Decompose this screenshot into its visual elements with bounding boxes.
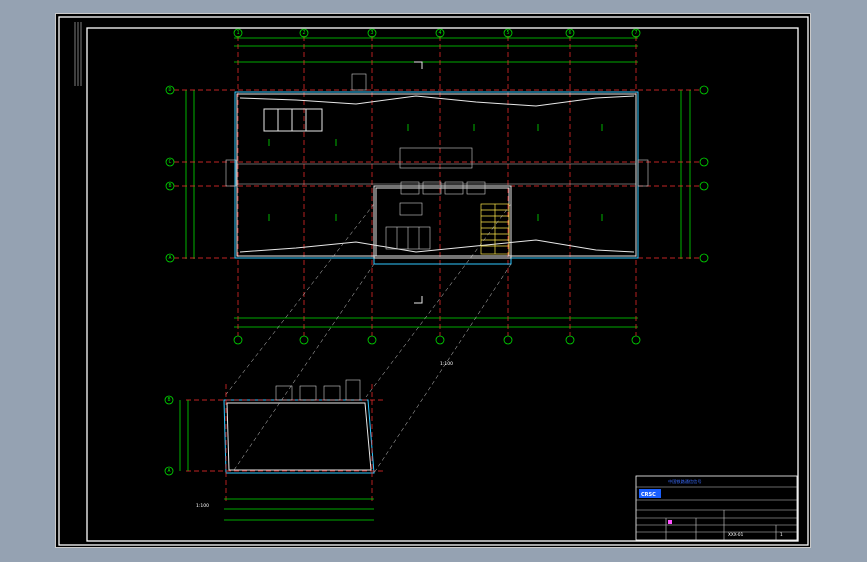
title-block: CRSC 中国铁路通信信号 1 XXX-01	[635, 475, 798, 541]
detail-axis-b: B	[167, 397, 170, 403]
axis-label-5: 5	[506, 30, 509, 36]
outer-border	[58, 16, 809, 546]
axis-label-2: 2	[302, 30, 305, 36]
axis-bubbles-bottom	[233, 335, 641, 345]
detail-axis-a: A	[167, 468, 170, 474]
axis-label-c: C	[168, 159, 171, 165]
axis-label-7: 7	[634, 30, 637, 36]
cad-drawing: 1 2 3 4 5 6 7	[58, 16, 809, 546]
main-scale-label: 1:100	[440, 361, 453, 367]
left-binding-strip	[74, 22, 82, 86]
axis-bubbles-top: 1 2 3 4 5 6 7	[233, 28, 641, 38]
company-name: 中国铁路通信信号	[668, 478, 702, 485]
axis-label-6: 6	[568, 30, 571, 36]
drawing-number: XXX-01	[728, 532, 744, 537]
axis-label-1: 1	[236, 30, 239, 36]
sheet-number: 1	[780, 532, 783, 537]
projection-lines	[223, 203, 512, 474]
detail-roof-plan: B A	[164, 379, 386, 521]
axis-label-3: 3	[370, 30, 373, 36]
inner-border	[86, 27, 799, 542]
company-logo: CRSC	[641, 492, 656, 498]
axis-label-4: 4	[438, 30, 441, 36]
axis-bubbles-side: D C B A	[165, 85, 709, 263]
axis-label-a: A	[168, 255, 171, 261]
main-floor-plan	[174, 36, 701, 336]
axis-label-b: B	[168, 183, 171, 189]
drawing-sheet: 1 2 3 4 5 6 7	[55, 13, 811, 548]
axis-label-d: D	[168, 87, 171, 93]
detail-scale-label: 1:100	[196, 503, 209, 509]
